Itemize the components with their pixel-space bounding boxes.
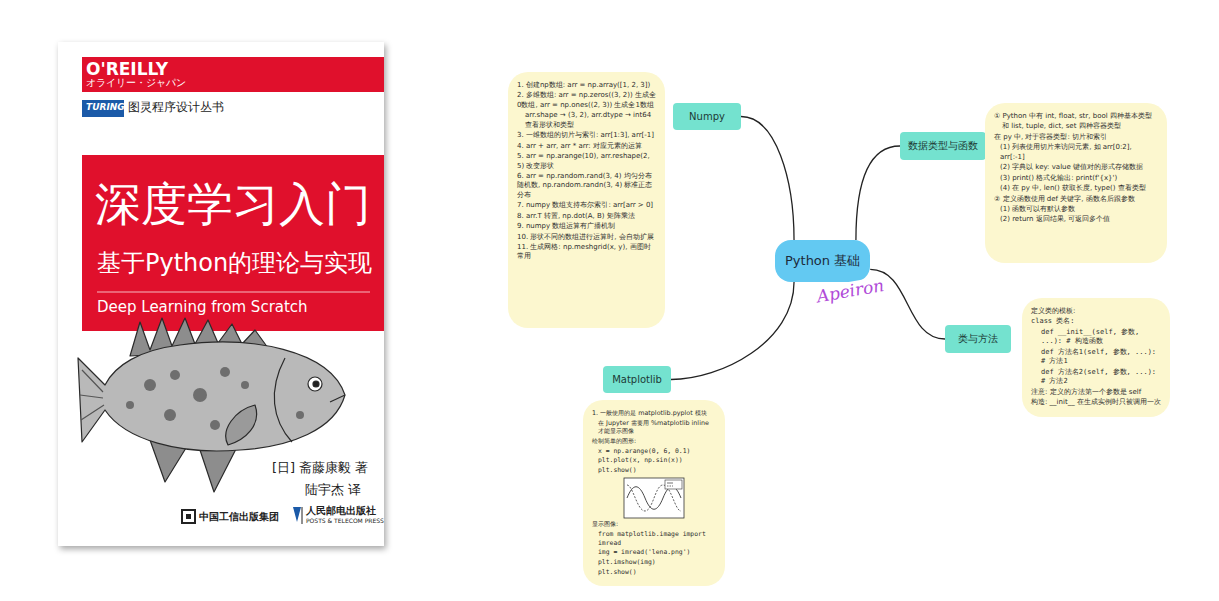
note-line: 7. numpy 数组支持布尔索引: arr[arr > 0] (517, 201, 656, 210)
publisher-name: 人民邮电出版社 (306, 505, 376, 517)
note-line: x = np.arange(0, 6, 0.1) (592, 447, 716, 456)
note-card: ① Python 中有 int, float, str, bool 四种基本类型… (985, 103, 1167, 263)
note-line: 8. arr.T 转置, np.dot(A, B) 矩阵乘法 (517, 212, 656, 221)
note-line: 6. arr = np.random.rand(3, 4) 均匀分布随机数, n… (517, 172, 656, 200)
note-line: 11. 生成网格: np.meshgrid(x, y), 画图时常用 (517, 243, 656, 262)
branch-connector (856, 146, 900, 240)
note-line: (4) 在 py 中, len() 获取长度, type() 查看类型 (994, 184, 1158, 193)
topic-label: Python 基础 (785, 252, 860, 270)
translator-credit: 陆宇杰 译 (305, 483, 361, 498)
title-block (82, 155, 384, 331)
book-subtitle: 基于Python的理论与实现 (97, 250, 372, 278)
note-line: 和 list, tuple, dict, set 四种容器类型 (994, 122, 1158, 131)
note-line: 10. 形状不同的数组进行运算时, 会自动扩展 (517, 233, 656, 242)
cover-sheet (58, 42, 384, 546)
note-line: 定义类的模板: (1031, 307, 1161, 316)
note-line: 1. 一般使用的是 matplotlib.pyplot 模块 (592, 409, 716, 418)
note-card: 定义类的模板:class 类名: def __init__(self, 参数, .… (1022, 298, 1170, 417)
branch-topic: Numpy (673, 103, 741, 130)
branch-connector (741, 117, 794, 241)
note-line: (2) return 返回结果, 可返回多个值 (994, 215, 1158, 224)
note-line: def __init__(self, 参数, ...): # 构造函数 (1031, 328, 1161, 347)
series-name: 图灵程序设计丛书 (128, 101, 224, 115)
note-line: plt.plot(x, np.sin(x)) (592, 456, 716, 465)
note-line: 在 Jupyter 需要用 %matplotlib inline 才能显示图像 (592, 419, 716, 436)
book-title: 深度学习入门 (95, 178, 371, 231)
note-line: ② 定义函数使用 def 关键字, 函数名后跟参数 (994, 195, 1158, 204)
note-line: img = imread('lena.png') (592, 548, 716, 557)
note-line: plt.imshow(img) (592, 558, 716, 567)
note-line: 4. arr + arr, arr * arr: 对应元素的运算 (517, 142, 656, 151)
note-line: (1) 列表使用切片来访问元素, 如 arr[0:2], arr[:-1] (994, 143, 1158, 162)
note-line: plt.show() (592, 568, 716, 577)
branch-topic: 数据类型与函数 (900, 132, 986, 160)
note-line: 9. numpy 数组运算有广播机制 (517, 222, 656, 231)
publisher-english: POSTS & TELECOM PRESS (306, 518, 384, 525)
note-line: 3. 一维数组的切片与索引: arr[1:3], arr[-1] (517, 131, 656, 140)
series-badge-text: TURING (86, 102, 125, 112)
branch-connector (671, 282, 794, 380)
topic-label: Matplotlib (612, 374, 662, 385)
note-line: (3) print() 格式化输出: print(f'{x}') (994, 174, 1158, 183)
note-line: 在 py 中, 对于容器类型: 切片和索引 (994, 133, 1158, 142)
note-line: class 类名: (1031, 317, 1161, 326)
note-line: plt.show() (592, 466, 716, 475)
note-line: def 方法名2(self, 参数, ...): # 方法2 (1031, 368, 1161, 387)
note-line: 显示图像: (592, 520, 716, 529)
branch-topic: Matplotlib (603, 366, 671, 393)
publisher-subname: オライリー・ジャパン (86, 77, 186, 89)
publisher-logo: O'REILLY (86, 60, 168, 80)
note-line: def 方法名1(self, 参数, ...): # 方法1 (1031, 348, 1161, 367)
note-card: 1. 创建np数组: arr = np.array([1, 2, 3])2. 多… (508, 72, 665, 328)
publisher-band (82, 57, 384, 92)
note-card: 1. 一般使用的是 matplotlib.pyplot 模块在 Jupyter … (583, 400, 725, 586)
note-line: (1) 函数可以有默认参数 (994, 205, 1158, 214)
publisher-group: 中国工信出版集团 (199, 511, 279, 523)
branch-topic: 类与方法 (945, 325, 1011, 353)
sin-plot-sketch (623, 477, 685, 519)
note-line: 1. 创建np数组: arr = np.array([1, 2, 3]) (517, 81, 656, 90)
central-topic: Python 基础 (775, 240, 870, 282)
note-line: from matplotlib.image import imread (592, 530, 716, 547)
note-line: 注意: 定义的方法第一个参数是 self (1031, 388, 1161, 397)
note-line: 2. 多维数组: arr = np.zeros((3, 2)) 生成全0数组, … (517, 91, 656, 110)
note-line: ① Python 中有 int, float, str, bool 四种基本类型 (994, 112, 1158, 121)
note-line: arr.shape → (3, 2), arr.dtype → int64 查看… (517, 111, 656, 130)
english-title: Deep Learning from Scratch (97, 299, 308, 316)
series-badge (82, 100, 124, 117)
publisher-logos (182, 507, 302, 524)
author-credit: [日] 斋藤康毅 著 (272, 461, 368, 476)
note-line: 构造: __init__ 在生成实例时只被调用一次 (1031, 398, 1161, 407)
topic-label: 类与方法 (958, 332, 998, 346)
note-line: (2) 字典以 key: value 键值对的形式存储数据 (994, 163, 1158, 172)
topic-label: Numpy (689, 111, 725, 122)
note-line: 5. arr = np.arange(10), arr.reshape(2, 5… (517, 152, 656, 171)
title-rule (97, 292, 370, 293)
note-line: 绘制简单的图形: (592, 437, 716, 446)
topic-label: 数据类型与函数 (908, 139, 978, 153)
